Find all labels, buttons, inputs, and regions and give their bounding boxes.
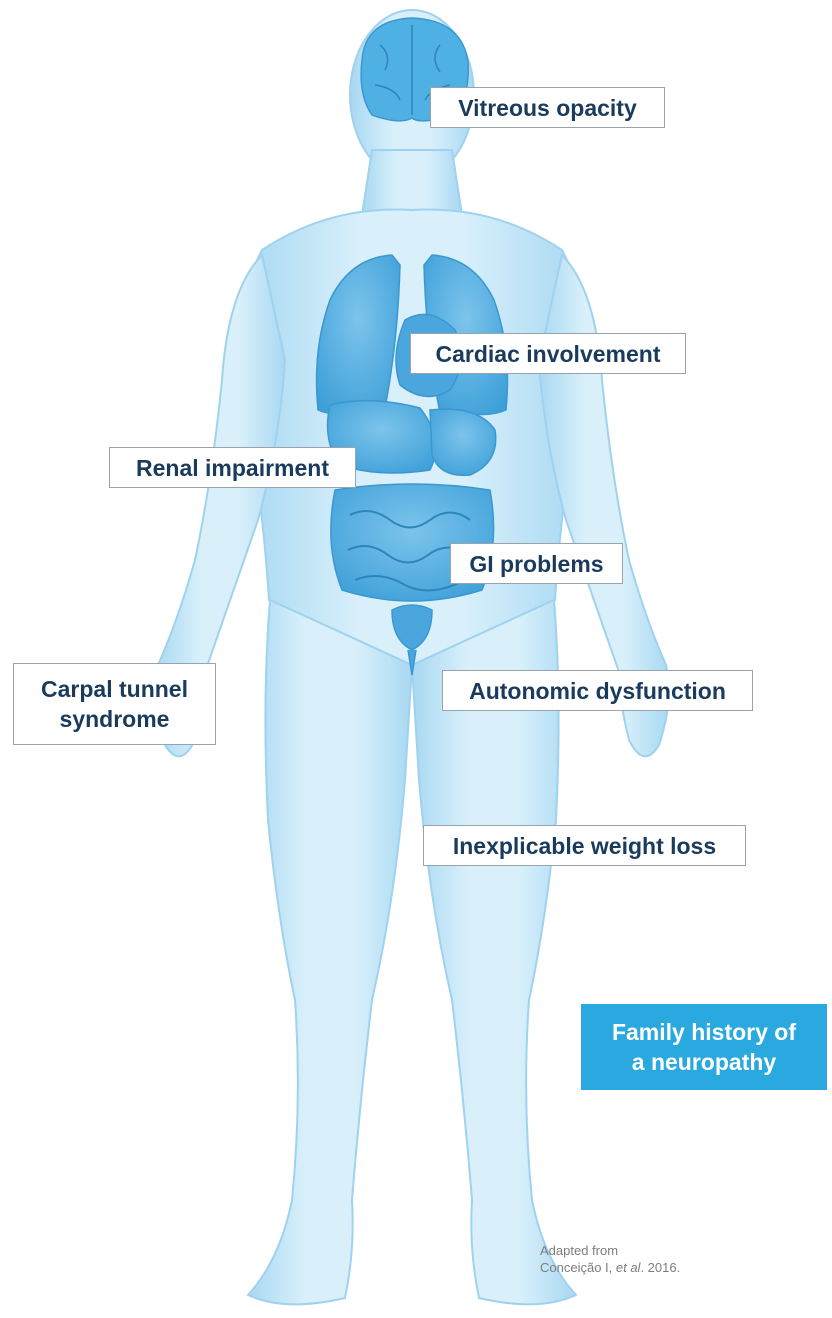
citation-etal: et al	[616, 1260, 641, 1275]
label-renal-impairment: Renal impairment	[109, 447, 356, 488]
citation-line-2: Conceição I, et al. 2016.	[540, 1259, 680, 1276]
label-text: GI problems	[469, 549, 603, 579]
family-history-line-2: a neuropathy	[632, 1047, 776, 1077]
label-text: Cardiac involvement	[436, 339, 661, 369]
family-history-box: Family history of a neuropathy	[581, 1004, 827, 1090]
label-gi-problems: GI problems	[450, 543, 623, 584]
citation: Adapted from Conceição I, et al. 2016.	[540, 1242, 680, 1276]
label-weight-loss: Inexplicable weight loss	[423, 825, 746, 866]
family-history-line-1: Family history of	[612, 1017, 796, 1047]
label-text: Vitreous opacity	[458, 93, 637, 123]
label-cardiac-involvement: Cardiac involvement	[410, 333, 686, 374]
label-text-line-2: syndrome	[60, 704, 170, 734]
citation-year: . 2016.	[640, 1260, 680, 1275]
citation-author: Conceição I,	[540, 1260, 616, 1275]
label-carpal-tunnel-syndrome: Carpal tunnel syndrome	[13, 663, 216, 745]
label-text: Renal impairment	[136, 453, 329, 483]
label-autonomic-dysfunction: Autonomic dysfunction	[442, 670, 753, 711]
label-vitreous-opacity: Vitreous opacity	[430, 87, 665, 128]
label-text-line-1: Carpal tunnel	[41, 674, 188, 704]
label-text: Inexplicable weight loss	[453, 831, 716, 861]
label-text: Autonomic dysfunction	[469, 676, 726, 706]
citation-line-1: Adapted from	[540, 1242, 680, 1259]
